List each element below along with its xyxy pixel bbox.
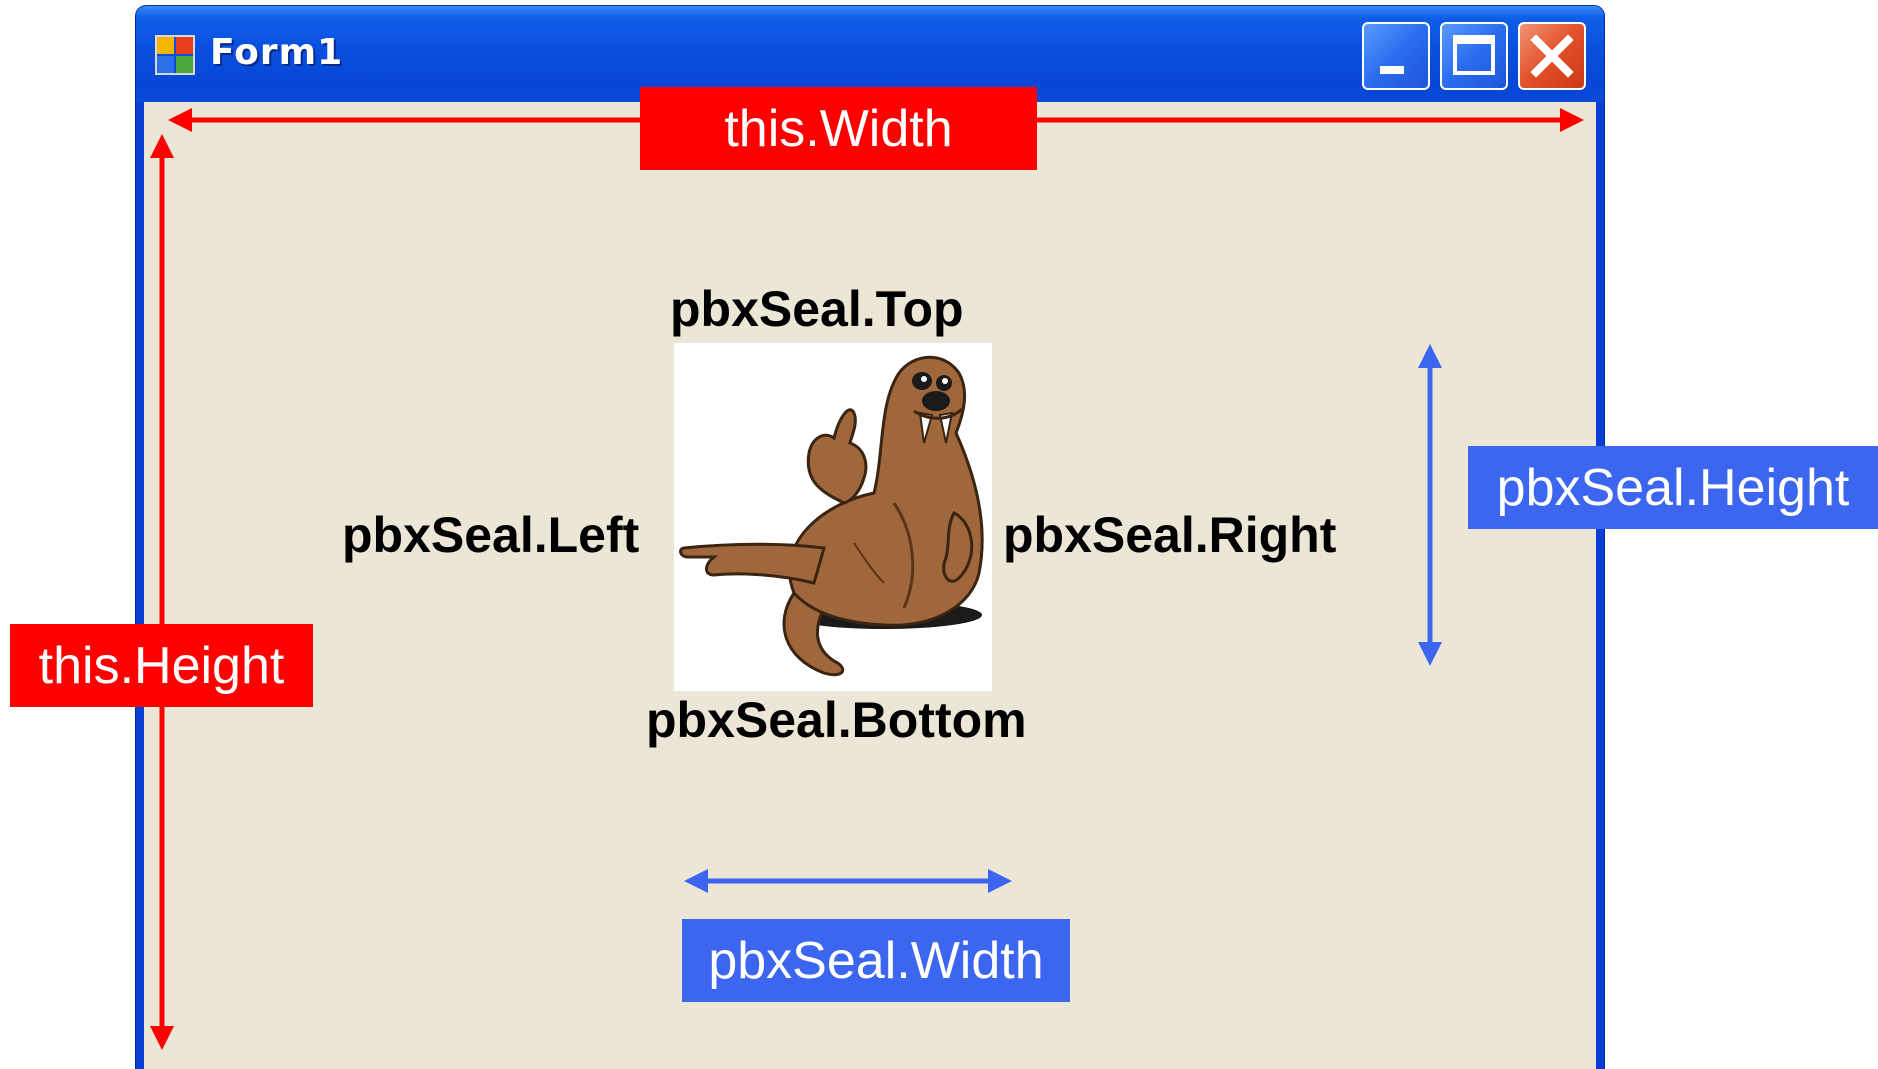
seal-right-label: pbxSeal.Right bbox=[1003, 507, 1337, 563]
this-width-tag: this.Width bbox=[640, 87, 1037, 170]
seal-bottom-label: pbxSeal.Bottom bbox=[646, 692, 1027, 748]
this-height-tag: this.Height bbox=[10, 624, 313, 707]
minimize-button[interactable] bbox=[1362, 22, 1430, 90]
maximize-button[interactable] bbox=[1440, 22, 1508, 90]
maximize-icon bbox=[1453, 35, 1495, 75]
this-height-arrow bbox=[150, 134, 174, 1050]
seal-height-tag: pbxSeal.Height bbox=[1468, 446, 1878, 529]
seal-width-tag: pbxSeal.Width bbox=[682, 919, 1070, 1002]
title-bar[interactable]: Form1 bbox=[136, 6, 1604, 102]
close-icon bbox=[1530, 34, 1574, 78]
seal-width-arrow bbox=[684, 869, 1012, 893]
form-window: Form1 bbox=[136, 6, 1604, 1069]
close-button[interactable] bbox=[1518, 22, 1586, 90]
seal-picture bbox=[679, 355, 984, 677]
app-icon bbox=[155, 35, 195, 75]
seal-height-arrow bbox=[1418, 344, 1442, 666]
seal-picture-box[interactable] bbox=[674, 343, 992, 691]
seal-top-label: pbxSeal.Top bbox=[670, 281, 964, 337]
minimize-icon bbox=[1380, 66, 1404, 74]
window-title: Form1 bbox=[210, 32, 344, 73]
seal-left-label: pbxSeal.Left bbox=[342, 507, 640, 563]
